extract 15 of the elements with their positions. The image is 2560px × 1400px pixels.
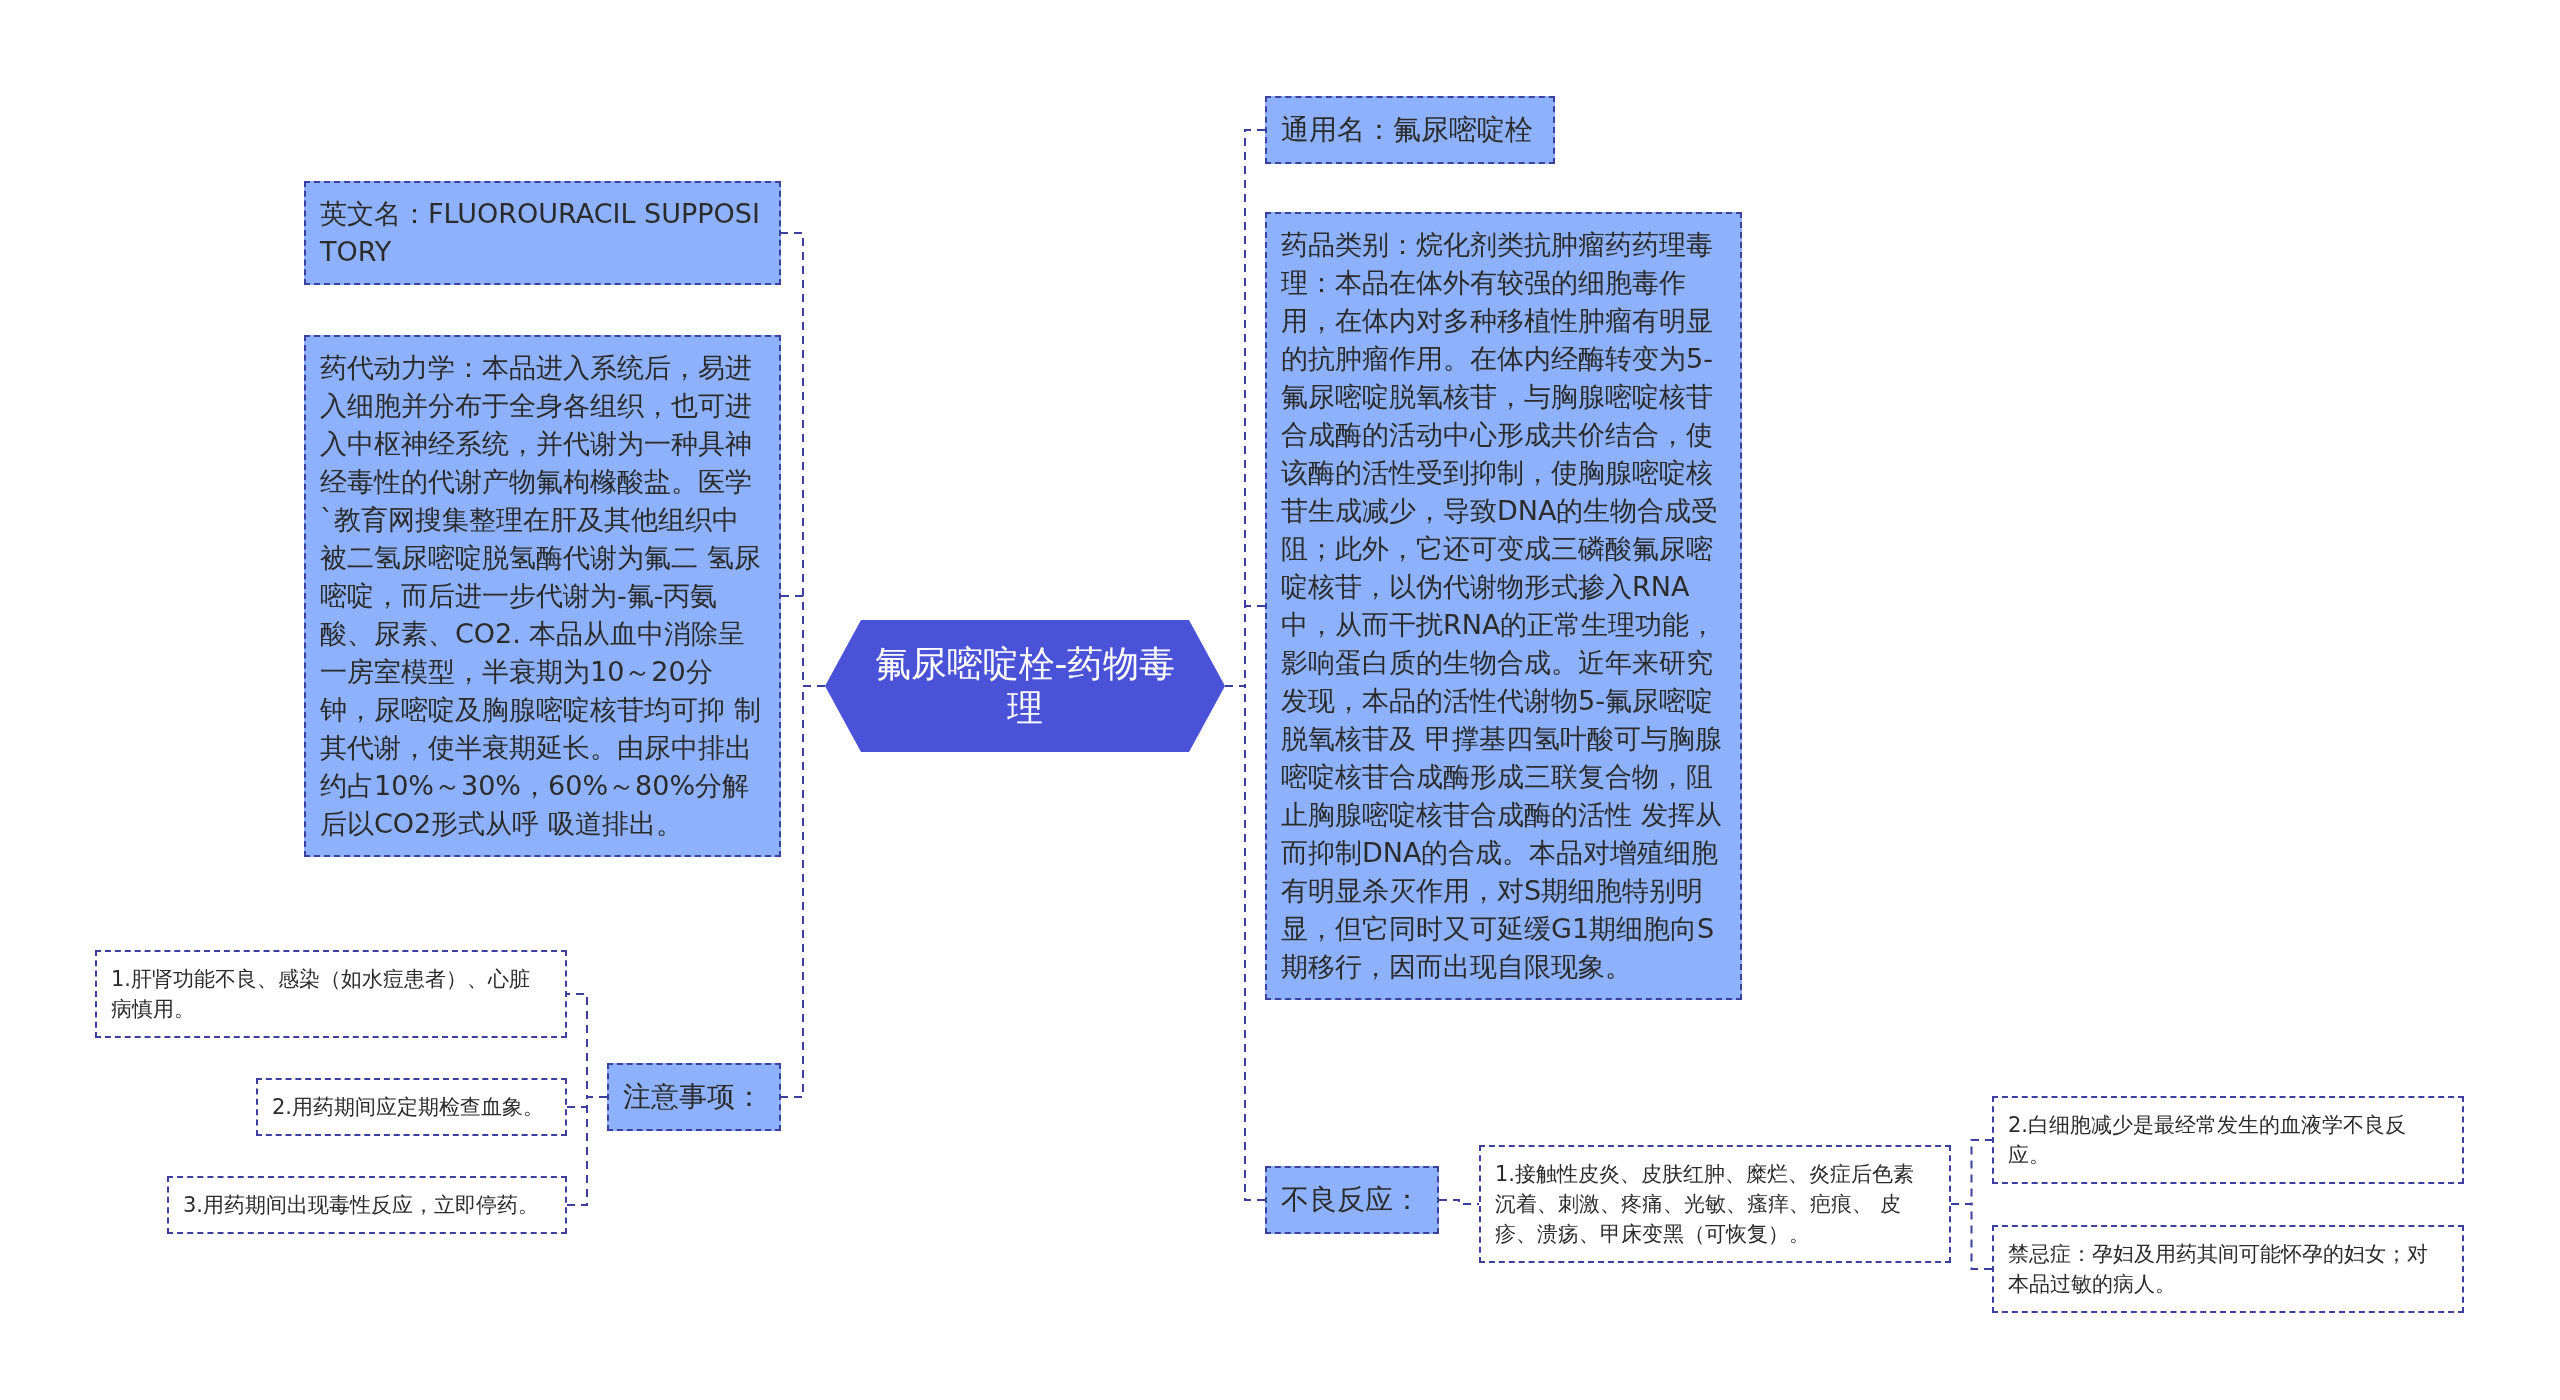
topic-box: 注意事项：	[607, 1063, 781, 1131]
topic-box: 英文名：FLUOROURACIL SUPPOSITORY	[304, 181, 781, 285]
topic-box: 药代动力学：本品进入系统后，易进入细胞并分布于全身各组织，也可进入中枢神经系统，并代谢为一种具神经毒性的代谢产物氟枸橼酸盐。医学`教育网搜集整理在肝及其他组织中被二氢尿嘧啶脱氢酶代谢为氟二 氢尿嘧啶，而后进一步代谢为-氟-丙氨酸、尿素、CO2. 本品从血中消除呈一房室模型，半衰期为10～20分钟，尿嘧啶及胸腺嘧啶核苷均可抑 制其代谢，使半衰期延长。由尿中排出约占10%～30%，60%～80%分解后以CO2形式从呼 吸道排出。	[304, 335, 781, 857]
subtopic-box: 2.白细胞减少是最经常发生的血液学不良反应。	[1992, 1096, 2464, 1184]
subtopic-box: 3.用药期间出现毒性反应，立即停药。	[167, 1176, 567, 1234]
connector-line	[1438, 1199, 1480, 1205]
topic-box: 通用名：氟尿嘧啶栓	[1265, 96, 1555, 164]
subtopic-box: 禁忌症：孕妇及用药其间可能怀孕的妇女；对本品过敏的病人。	[1992, 1225, 2464, 1313]
topic-box: 不良反应：	[1265, 1166, 1439, 1234]
subtopic-box: 1.肝肾功能不良、感染（如水痘患者）、心脏病慎用。	[95, 950, 567, 1038]
connector-line	[1950, 1203, 1993, 1270]
subtopic-box: 2.用药期间应定期检查血象。	[256, 1078, 567, 1136]
subtopic-box: 1.接触性皮炎、皮肤红肿、糜烂、炎症后色素沉着、刺激、疼痛、光敏、瘙痒、疤痕、 皮疹、溃疡、甲床变黑（可恢复）。	[1479, 1145, 1951, 1263]
topic-box: 药品类别：烷化剂类抗肿瘤药药理毒理：本品在体外有较强的细胞毒作用，在体内对多种移植性肿瘤有明显的抗肿瘤作用。在体内经酶转变为5-氟尿嘧啶脱氧核苷，与胸腺嘧啶核苷合成酶的活动中心形成共价结合，使该酶的活性受到抑制，使胸腺嘧啶核苷生成减少，导致DNA的生物合成受阻；此外，它还可变成三磷酸氟尿嘧啶核苷，以伪代谢物形式掺入RNA中，从而干扰RNA的正常生理功能，影响蛋白质的生物合成。近年来研究发现，本品的活性代谢物5-氟尿嘧啶脱氧核苷及 甲撑基四氢叶酸可与胸腺嘧啶核苷合成酶形成三联复合物，阻止胸腺嘧啶核苷合成酶的活性 发挥从而抑制DNA的合成。本品对增殖细胞有明显杀灭作用，对S期细胞特别明显，但它同时又可延缓G1期细胞向S期移行，因而出现自限现象。	[1265, 212, 1742, 1000]
central-topic: 氟尿嘧啶栓-药物毒理	[825, 620, 1225, 752]
